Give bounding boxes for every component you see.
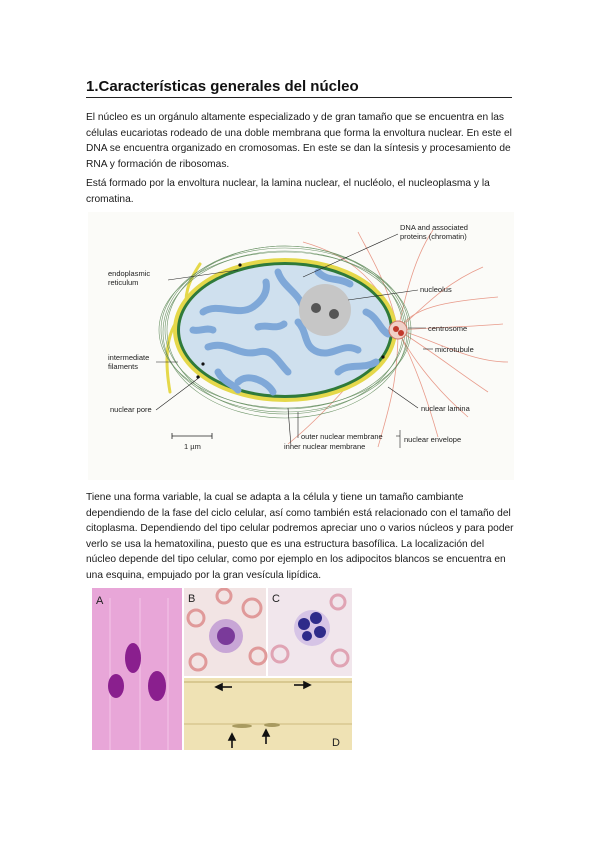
paragraph-components: Está formado por la envoltura nuclear, l… (86, 178, 490, 205)
micrograph-a-nucleus (108, 674, 124, 698)
micrograph-c-red-cells (270, 593, 350, 668)
label-scale: 1 µm (184, 442, 201, 451)
micrograph-d (184, 678, 352, 750)
label-outer-membrane: outer nuclear membrane (301, 432, 383, 441)
panel-label-c: C (272, 593, 280, 605)
nucleolus-shape (299, 284, 351, 336)
micrograph-d-nucleus (232, 724, 252, 728)
label-dna: DNA and associated (400, 223, 468, 232)
nucleus-diagram-svg: DNA and associated proteins (chromatin) … (88, 212, 514, 480)
label-nucleolus: nucleolus (420, 285, 452, 294)
micrograph-b-nucleus (217, 627, 235, 645)
nucleolus-granule (329, 309, 339, 319)
micrograph-d-nucleus (264, 723, 280, 727)
scale-bar (171, 433, 213, 439)
label-if-2: filaments (108, 362, 138, 371)
label-if: intermediate (108, 353, 149, 362)
label-er: endoplasmic (108, 269, 150, 278)
label-nuclear-envelope: nuclear envelope (404, 435, 461, 444)
nuclear-pores (196, 263, 385, 379)
panel-label-a: A (96, 595, 104, 607)
centriole (398, 330, 404, 336)
micrograph-panel: A B (92, 587, 352, 750)
label-er-2: reticulum (108, 278, 138, 287)
label-nuclear-pore: nuclear pore (110, 405, 152, 414)
micrograph-a-nucleus (148, 671, 166, 701)
centriole (393, 326, 399, 332)
micrograph-c-lobed-nucleus (298, 612, 326, 641)
label-centrosome: centrosome (428, 324, 467, 333)
label-microtubule: microtubule (435, 345, 474, 354)
micrograph-b-red-cells (186, 587, 268, 672)
paragraph-morphology: Tiene una forma variable, la cual se ada… (86, 492, 514, 581)
label-leaders (155, 233, 433, 448)
panel-label-d: D (332, 737, 340, 749)
paragraph-intro: El núcleo es un orgánulo altamente espec… (86, 112, 512, 170)
micrograph-a-cell-borders (109, 598, 169, 750)
panel-label-b: B (188, 593, 195, 605)
micrograph-panel-svg: A B (92, 587, 352, 750)
section-heading: 1.Características generales del núcleo (86, 78, 512, 98)
micrograph-a-nucleus (125, 643, 141, 673)
micrograph-d-arrows (214, 680, 312, 748)
nucleolus-granule (311, 303, 321, 313)
label-dna-2: proteins (chromatin) (400, 232, 467, 241)
label-nuclear-lamina: nuclear lamina (421, 404, 471, 413)
label-inner-membrane: inner nuclear membrane (284, 442, 365, 451)
nucleus-diagram: DNA and associated proteins (chromatin) … (88, 212, 514, 480)
